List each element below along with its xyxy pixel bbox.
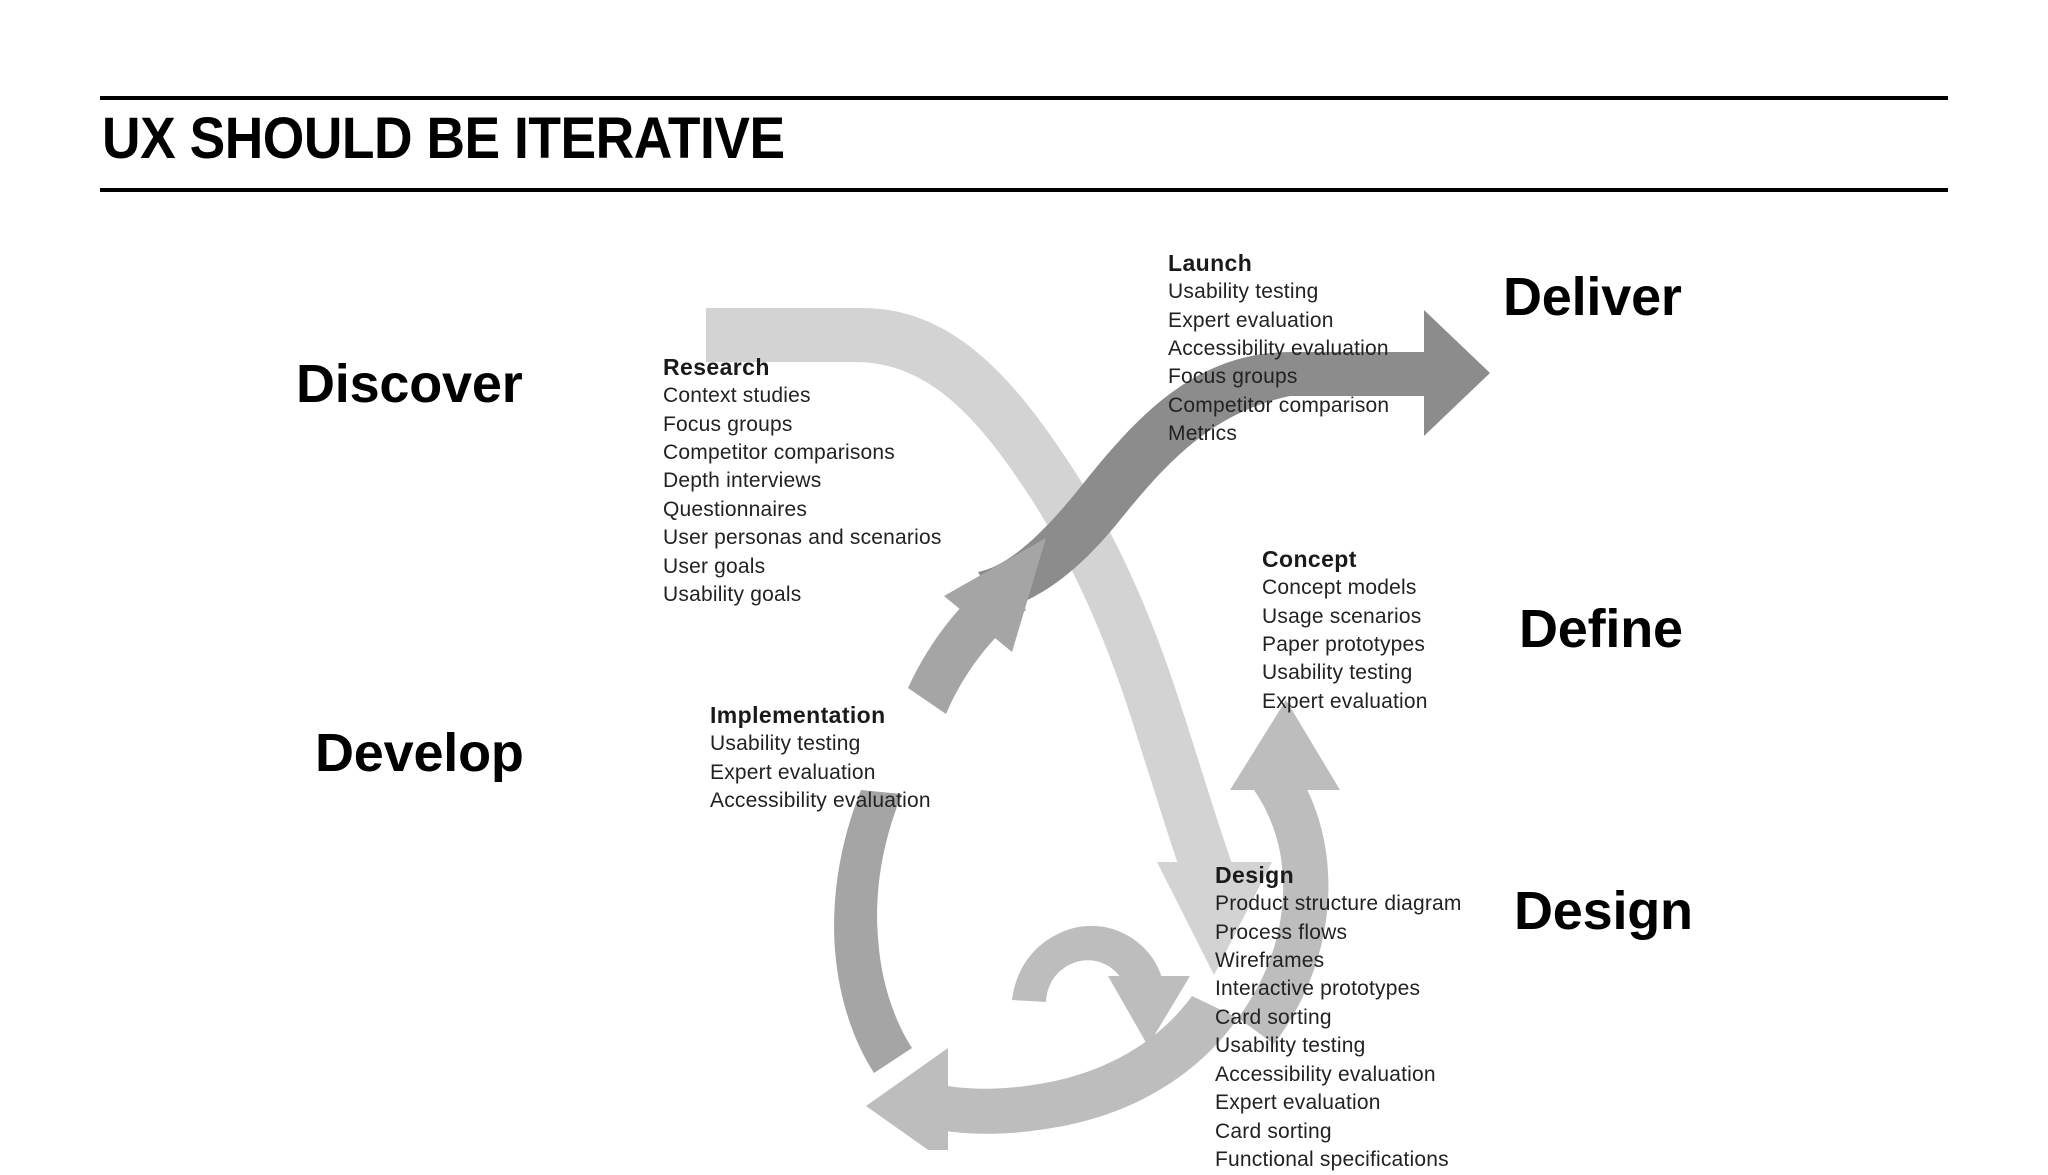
stage-list-concept: Concept models Usage scenarios Paper pro…	[1262, 574, 1428, 716]
list-item: Competitor comparisons	[663, 441, 895, 465]
list-item: Usability goals	[663, 583, 802, 607]
list-item: Concept models	[1262, 576, 1417, 600]
phase-label-define: Define	[1519, 599, 1683, 659]
stage-list-design: Product structure diagram Process flows …	[1215, 890, 1462, 1175]
list-item: Usability testing	[710, 732, 861, 756]
stage-block-research: Research Context studies Focus groups Co…	[663, 354, 942, 610]
list-item: Wireframes	[1215, 949, 1325, 973]
list-item: Expert evaluation	[1168, 308, 1334, 332]
phase-label-deliver: Deliver	[1503, 267, 1682, 327]
discover-to-define-ribbon-arrow	[706, 308, 1272, 975]
list-item: Usage scenarios	[1262, 604, 1422, 628]
phase-label-design: Design	[1514, 881, 1693, 941]
list-item: Interactive prototypes	[1215, 977, 1421, 1001]
stage-title-design: Design	[1215, 862, 1295, 888]
design-to-develop-arc-arrow	[866, 996, 1238, 1150]
develop-cycle-arc-arrow	[834, 538, 1046, 1073]
list-item: User personas and scenarios	[663, 526, 942, 550]
list-item: Depth interviews	[663, 469, 822, 493]
header-rule-bottom	[100, 188, 1948, 192]
stage-title-concept: Concept	[1262, 546, 1357, 572]
stage-title-research: Research	[663, 354, 770, 380]
list-item: Questionnaires	[663, 497, 808, 521]
stage-block-implementation: Implementation Usability testing Expert …	[710, 702, 931, 815]
stage-list-launch: Usability testing Expert evaluation Acce…	[1168, 278, 1389, 449]
stage-title-launch: Launch	[1168, 250, 1253, 276]
list-item: Metrics	[1168, 422, 1238, 446]
list-item: Accessibility evaluation	[710, 789, 931, 813]
list-item: Competitor comparison	[1168, 393, 1390, 417]
phase-label-discover: Discover	[296, 354, 523, 414]
phase-label-develop: Develop	[315, 723, 524, 783]
header-rule-top	[100, 96, 1948, 100]
list-item: Usability testing	[1215, 1034, 1366, 1058]
stage-list-implementation: Usability testing Expert evaluation Acce…	[710, 730, 931, 815]
list-item: Accessibility evaluation	[1168, 337, 1389, 361]
list-item: Card sorting	[1215, 1119, 1332, 1143]
list-item: Focus groups	[663, 412, 793, 436]
design-entry-arc-arrow	[1230, 700, 1340, 1044]
cycle-arrows-svg	[706, 308, 1490, 1150]
list-item: Focus groups	[1168, 365, 1298, 389]
list-item: User goals	[663, 554, 766, 578]
list-item: Functional specifications	[1215, 1148, 1449, 1172]
stage-list-research: Context studies Focus groups Competitor …	[663, 382, 942, 610]
ux-iterative-cycle-diagram: Research Context studies Focus groups Co…	[296, 250, 1693, 1171]
stage-block-design: Design Product structure diagram Process…	[1215, 862, 1462, 1175]
list-item: Context studies	[663, 384, 811, 408]
page-title: UX SHOULD BE ITERATIVE	[102, 106, 785, 171]
list-item: Usability testing	[1262, 661, 1413, 685]
list-item: Expert evaluation	[1262, 689, 1428, 713]
stage-title-implementation: Implementation	[710, 702, 886, 728]
list-item: Paper prototypes	[1262, 633, 1426, 657]
list-item: Accessibility evaluation	[1215, 1062, 1436, 1086]
list-item: Process flows	[1215, 920, 1348, 944]
list-item: Expert evaluation	[710, 760, 876, 784]
develop-to-deliver-ribbon-arrow	[978, 310, 1490, 610]
stage-block-concept: Concept Concept models Usage scenarios P…	[1262, 546, 1428, 716]
stage-block-launch: Launch Usability testing Expert evaluati…	[1168, 250, 1389, 449]
list-item: Product structure diagram	[1215, 892, 1462, 916]
slide-header: UX SHOULD BE ITERATIVE	[100, 96, 1948, 192]
list-item: Expert evaluation	[1215, 1091, 1381, 1115]
list-item: Usability testing	[1168, 280, 1319, 304]
inner-iteration-loop-arrow	[1012, 925, 1190, 1046]
list-item: Card sorting	[1215, 1005, 1332, 1029]
